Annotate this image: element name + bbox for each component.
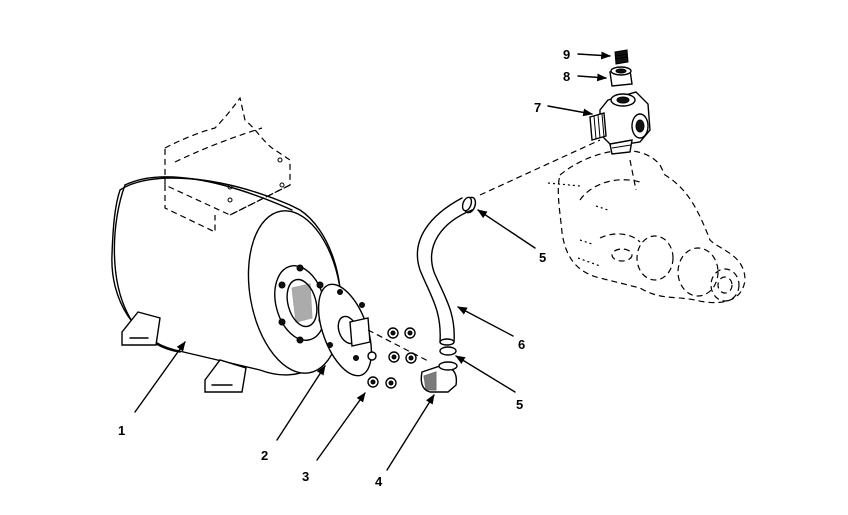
callout-9: 9 xyxy=(563,47,570,62)
callout-5-upper: 5 xyxy=(539,250,546,265)
tube xyxy=(416,196,473,346)
callout-5-lower: 5 xyxy=(516,397,523,412)
connection-line xyxy=(479,139,601,196)
plug xyxy=(614,49,629,65)
callout-8: 8 xyxy=(563,69,570,84)
elbow-fitting xyxy=(420,361,458,393)
callout-3: 3 xyxy=(302,469,309,484)
flange-plate xyxy=(317,283,431,377)
bushing xyxy=(609,66,633,87)
callout-7: 7 xyxy=(534,100,541,115)
callout-6: 6 xyxy=(518,337,525,352)
pump-housing xyxy=(547,149,746,304)
leader-lines xyxy=(134,51,611,471)
cross-fitting xyxy=(589,91,651,155)
callout-2: 2 xyxy=(261,448,268,463)
callout-4: 4 xyxy=(375,474,383,489)
callout-1: 1 xyxy=(118,423,125,438)
nuts xyxy=(367,327,417,389)
motor-bracket-phantom xyxy=(164,96,291,233)
o-rings xyxy=(439,196,477,356)
